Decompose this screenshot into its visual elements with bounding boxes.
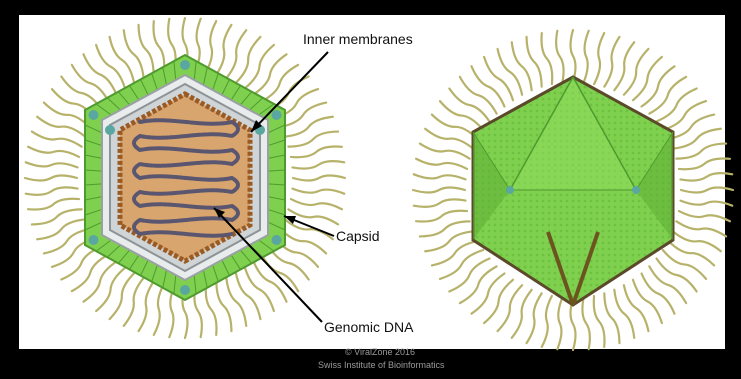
surface-fiber [414,174,466,179]
surface-fiber [425,129,473,149]
surface-fiber [124,278,144,326]
surface-fiber [32,132,82,147]
surface-fiber [557,297,562,349]
surface-fiber [594,33,604,84]
virion-exterior [473,77,673,305]
surface-fiber [254,54,287,94]
surface-fiber [432,241,478,266]
surface-fiber [681,188,733,193]
penton [89,235,99,245]
surface-fiber [680,201,732,206]
surface-fiber [642,66,675,106]
surface-fiber [594,296,605,347]
surface-fiber [679,159,730,170]
credit-line-2: Swiss Institute of Bioinformatics [318,360,445,370]
surface-fiber [26,187,78,194]
surface-fiber [280,103,326,128]
surface-fiber [676,221,726,236]
surface-fiber [236,273,261,319]
surface-fiber [139,281,154,331]
surface-fiber [25,176,77,181]
surface-fiber [614,42,634,90]
surface-fiber [527,293,542,343]
label-inner-membranes: Inner membranes [303,31,413,47]
surface-fiber [26,162,78,167]
surface-fiber [413,188,465,193]
surface-fiber [206,21,216,72]
surface-fiber [206,284,217,335]
surface-fiber [624,285,649,331]
surface-fiber [512,290,532,338]
surface-fiber [680,173,732,180]
surface-fiber [154,284,164,335]
surface-fiber [673,231,721,251]
surface-fiber [226,30,246,78]
credit-line-1: © ViralZone 2016 [345,347,415,357]
surface-fiber [28,147,79,157]
label-genomic-dna: Genomic DNA [324,319,414,335]
surface-fiber [556,31,563,83]
surface-fiber [154,21,165,72]
surface-fiber [288,209,338,224]
surface-fiber [83,261,116,301]
surface-fiber [44,229,90,254]
vertex-marker [632,186,640,194]
surface-fiber [216,25,231,75]
surface-fiber [656,259,696,292]
penton [180,285,190,295]
surface-fiber [292,161,344,168]
penton [272,235,282,245]
surface-fiber [668,115,714,140]
surface-fiber [604,37,619,87]
surface-fiber [416,159,467,169]
surface-fiber [110,37,135,83]
vertex-marker [105,125,115,135]
penton [89,110,99,120]
surface-fiber [293,176,345,181]
penton [180,60,190,70]
surface-fiber [291,147,342,158]
surface-fiber [471,273,504,313]
vertex-marker [506,186,514,194]
surface-fiber [542,33,553,84]
surface-fiber [582,297,589,349]
penton [272,110,282,120]
surface-fiber [292,189,344,194]
surface-fiber [291,199,342,209]
surface-fiber [571,30,576,82]
surface-fiber [679,211,730,221]
surface-fiber [37,117,85,137]
surface-fiber [449,88,489,121]
surface-fiber [420,144,470,159]
label-capsid: Capsid [336,228,380,244]
surface-fiber [416,211,467,222]
surface-fiber [28,199,79,210]
surface-fiber [498,49,523,95]
surface-fiber [414,199,466,206]
surface-fiber [542,296,552,347]
surface-fiber [584,31,589,83]
